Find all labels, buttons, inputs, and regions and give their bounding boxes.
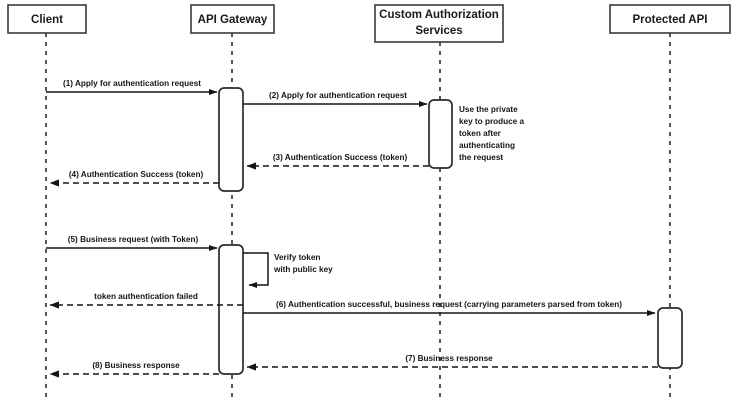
note-private-key: Use the private key to produce a token a… <box>459 105 525 162</box>
activation-cas-auth[interactable] <box>428 99 453 169</box>
message-1-label: (1) Apply for authentication request <box>63 79 201 88</box>
self-message-verify-token-path <box>243 252 269 289</box>
message-6-label: (6) Authentication successful, business … <box>276 300 622 309</box>
message-4[interactable]: (4) Authentication Success (token) <box>49 170 219 187</box>
note-private-key-line-2: key to produce a <box>459 117 525 126</box>
message-token-authentication-failed[interactable]: token authentication failed <box>49 292 243 309</box>
message-8[interactable]: (8) Business response <box>49 361 219 378</box>
message-7-label: (7) Business response <box>405 354 493 363</box>
self-message-verify-token[interactable]: Verify token with public key <box>243 252 333 289</box>
message-5-label: (5) Business request (with Token) <box>68 235 199 244</box>
message-4-label: (4) Authentication Success (token) <box>69 170 204 179</box>
message-1[interactable]: (1) Apply for authentication request <box>46 79 218 95</box>
participant-protected[interactable]: Protected API <box>609 4 731 34</box>
message-7[interactable]: (7) Business response <box>246 354 658 371</box>
participant-cas[interactable]: Custom Authorization Services <box>374 4 504 43</box>
note-private-key-line-1: Use the private <box>459 105 518 114</box>
message-3[interactable]: (3) Authentication Success (token) <box>246 153 429 170</box>
message-token-authentication-failed-label: token authentication failed <box>94 292 198 301</box>
participant-gateway[interactable]: API Gateway <box>190 4 275 34</box>
note-private-key-line-5: the request <box>459 153 503 162</box>
self-message-verify-token-line-2: with public key <box>273 265 333 274</box>
message-3-label: (3) Authentication Success (token) <box>273 153 408 162</box>
participant-client[interactable]: Client <box>7 4 87 34</box>
participant-label-cas-line2: Services <box>415 25 462 37</box>
message-8-label: (8) Business response <box>92 361 180 370</box>
participant-label-client: Client <box>31 14 63 26</box>
note-private-key-line-3: token after <box>459 129 502 138</box>
activation-bars-group <box>218 87 683 375</box>
participant-label-gateway: API Gateway <box>198 14 268 26</box>
self-message-verify-token-line-1: Verify token <box>274 253 320 262</box>
message-2-label: (2) Apply for authentication request <box>269 91 407 100</box>
lifelines-group <box>45 33 671 398</box>
participant-label-cas-line1: Custom Authorization <box>379 9 499 21</box>
message-5[interactable]: (5) Business request (with Token) <box>46 235 218 251</box>
activation-protected-api[interactable] <box>657 307 683 369</box>
message-2[interactable]: (2) Apply for authentication request <box>243 91 428 107</box>
note-private-key-line-4: authenticating <box>459 141 515 150</box>
activation-gateway-business[interactable] <box>218 244 244 375</box>
message-6[interactable]: (6) Authentication successful, business … <box>243 300 656 316</box>
activation-gateway-auth[interactable] <box>218 87 244 192</box>
participant-label-protected: Protected API <box>633 14 708 26</box>
